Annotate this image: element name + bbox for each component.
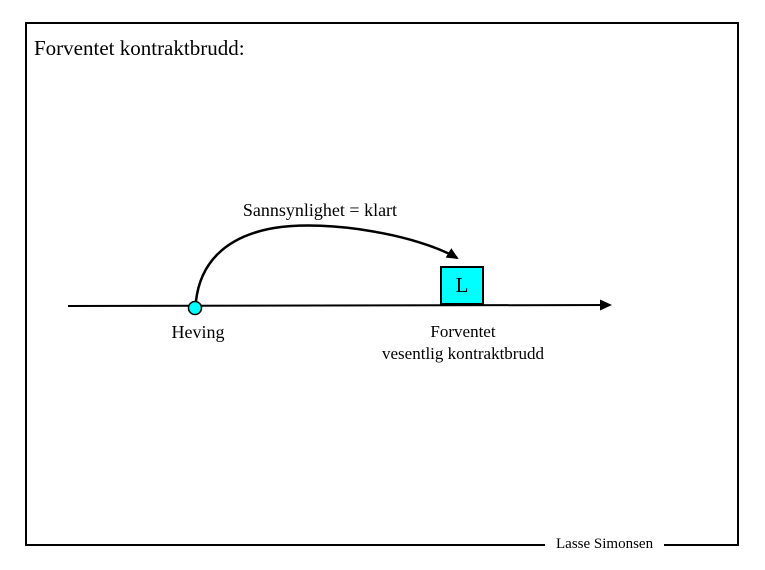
heving-label: Heving xyxy=(171,322,225,342)
forventet-label-line1: Forventet xyxy=(430,322,496,341)
event-point xyxy=(187,300,203,316)
slide-title: Forventet kontraktbrudd: xyxy=(34,36,245,60)
probability-arc-arrow xyxy=(194,224,459,302)
slide-border xyxy=(25,22,739,546)
timeline-arrow xyxy=(67,299,612,311)
l-box: L xyxy=(440,266,484,305)
probability-arc-label: Sannsynlighet = klart xyxy=(242,200,398,220)
forventet-label-line2: vesentlig kontraktbrudd xyxy=(382,344,544,363)
forventet-label: Forventet vesentlig kontraktbrudd xyxy=(352,321,574,365)
footer-author: Lasse Simonsen xyxy=(545,535,665,554)
l-box-label: L xyxy=(455,273,469,297)
